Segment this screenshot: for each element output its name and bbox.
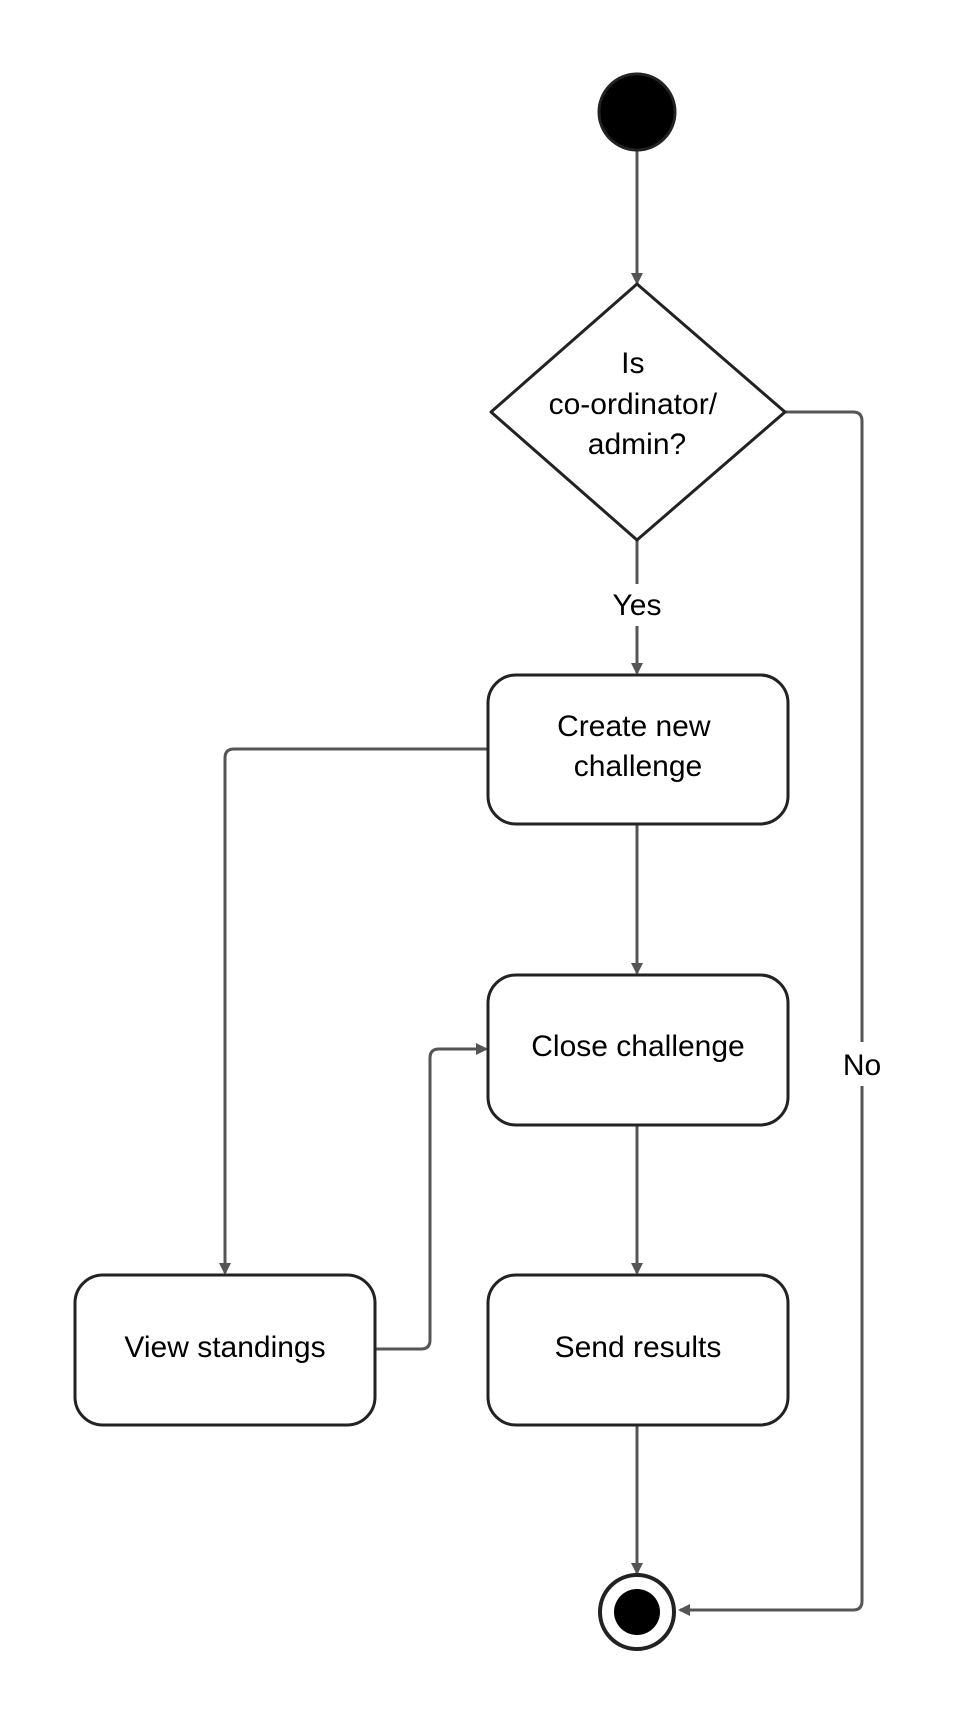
final-node [598,1573,676,1651]
initial-node [597,72,677,152]
create-label: Create new challenge [557,710,719,783]
decision-label-line-3: admin? [588,428,686,461]
send-label: Send results [555,1331,722,1364]
action-create-new-challenge: Create new challenge [486,673,790,826]
edge-label-yes: Yes [605,584,669,626]
action-close-challenge: Close challenge [486,973,790,1127]
close-label: Close challenge [531,1030,744,1063]
edge-label-yes-text: Yes [613,589,662,622]
action-send-results: Send results [486,1273,790,1427]
final-node-dot [614,1589,660,1635]
decision-label-line-1: Is [621,347,644,380]
create-label-line-2: challenge [574,750,702,783]
decision-node: Is co-ordinator/ admin? [489,282,787,542]
edge-label-no-text: No [843,1049,881,1082]
edge-label-no: No [835,1042,889,1086]
edge-create-to-view [219,747,487,1275]
edge-view-to-close [375,1043,488,1351]
edge-decision-to-end [678,410,864,1616]
create-label-line-1: Create new [557,710,711,743]
view-label: View standings [124,1331,325,1364]
decision-diamond [489,282,787,542]
decision-label-line-2: co-ordinator/ [549,388,718,421]
decision-label: Is co-ordinator/ admin? [549,347,726,461]
action-view-standings: View standings [73,1273,377,1427]
